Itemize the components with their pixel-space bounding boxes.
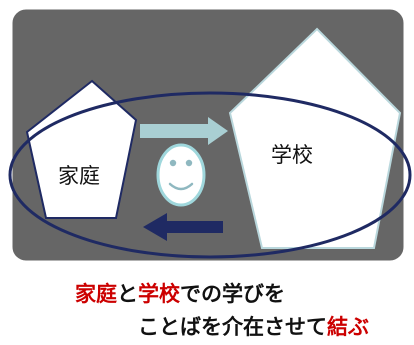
school-pentagon — [228, 27, 402, 249]
arrow-left-icon — [143, 213, 223, 241]
caption-segment: 結ぶ — [327, 315, 369, 339]
caption-line-2: ことばを介在させて結ぶ — [138, 317, 369, 338]
home-label: 家庭 — [58, 164, 100, 188]
connection-ellipse — [8, 91, 412, 259]
caption-segment: での学びを — [180, 282, 285, 306]
caption-line-1: 家庭と学校での学びを — [75, 284, 285, 305]
smiley-face-icon — [156, 143, 206, 207]
caption-segment: と — [117, 282, 138, 306]
school-label: 学校 — [271, 143, 313, 167]
caption-segment: 家庭 — [75, 282, 117, 306]
caption-segment: 学校 — [138, 282, 180, 306]
home-pentagon — [25, 79, 138, 219]
arrow-right-icon — [140, 117, 228, 145]
caption-segment: ことばを介在させて — [138, 315, 327, 339]
